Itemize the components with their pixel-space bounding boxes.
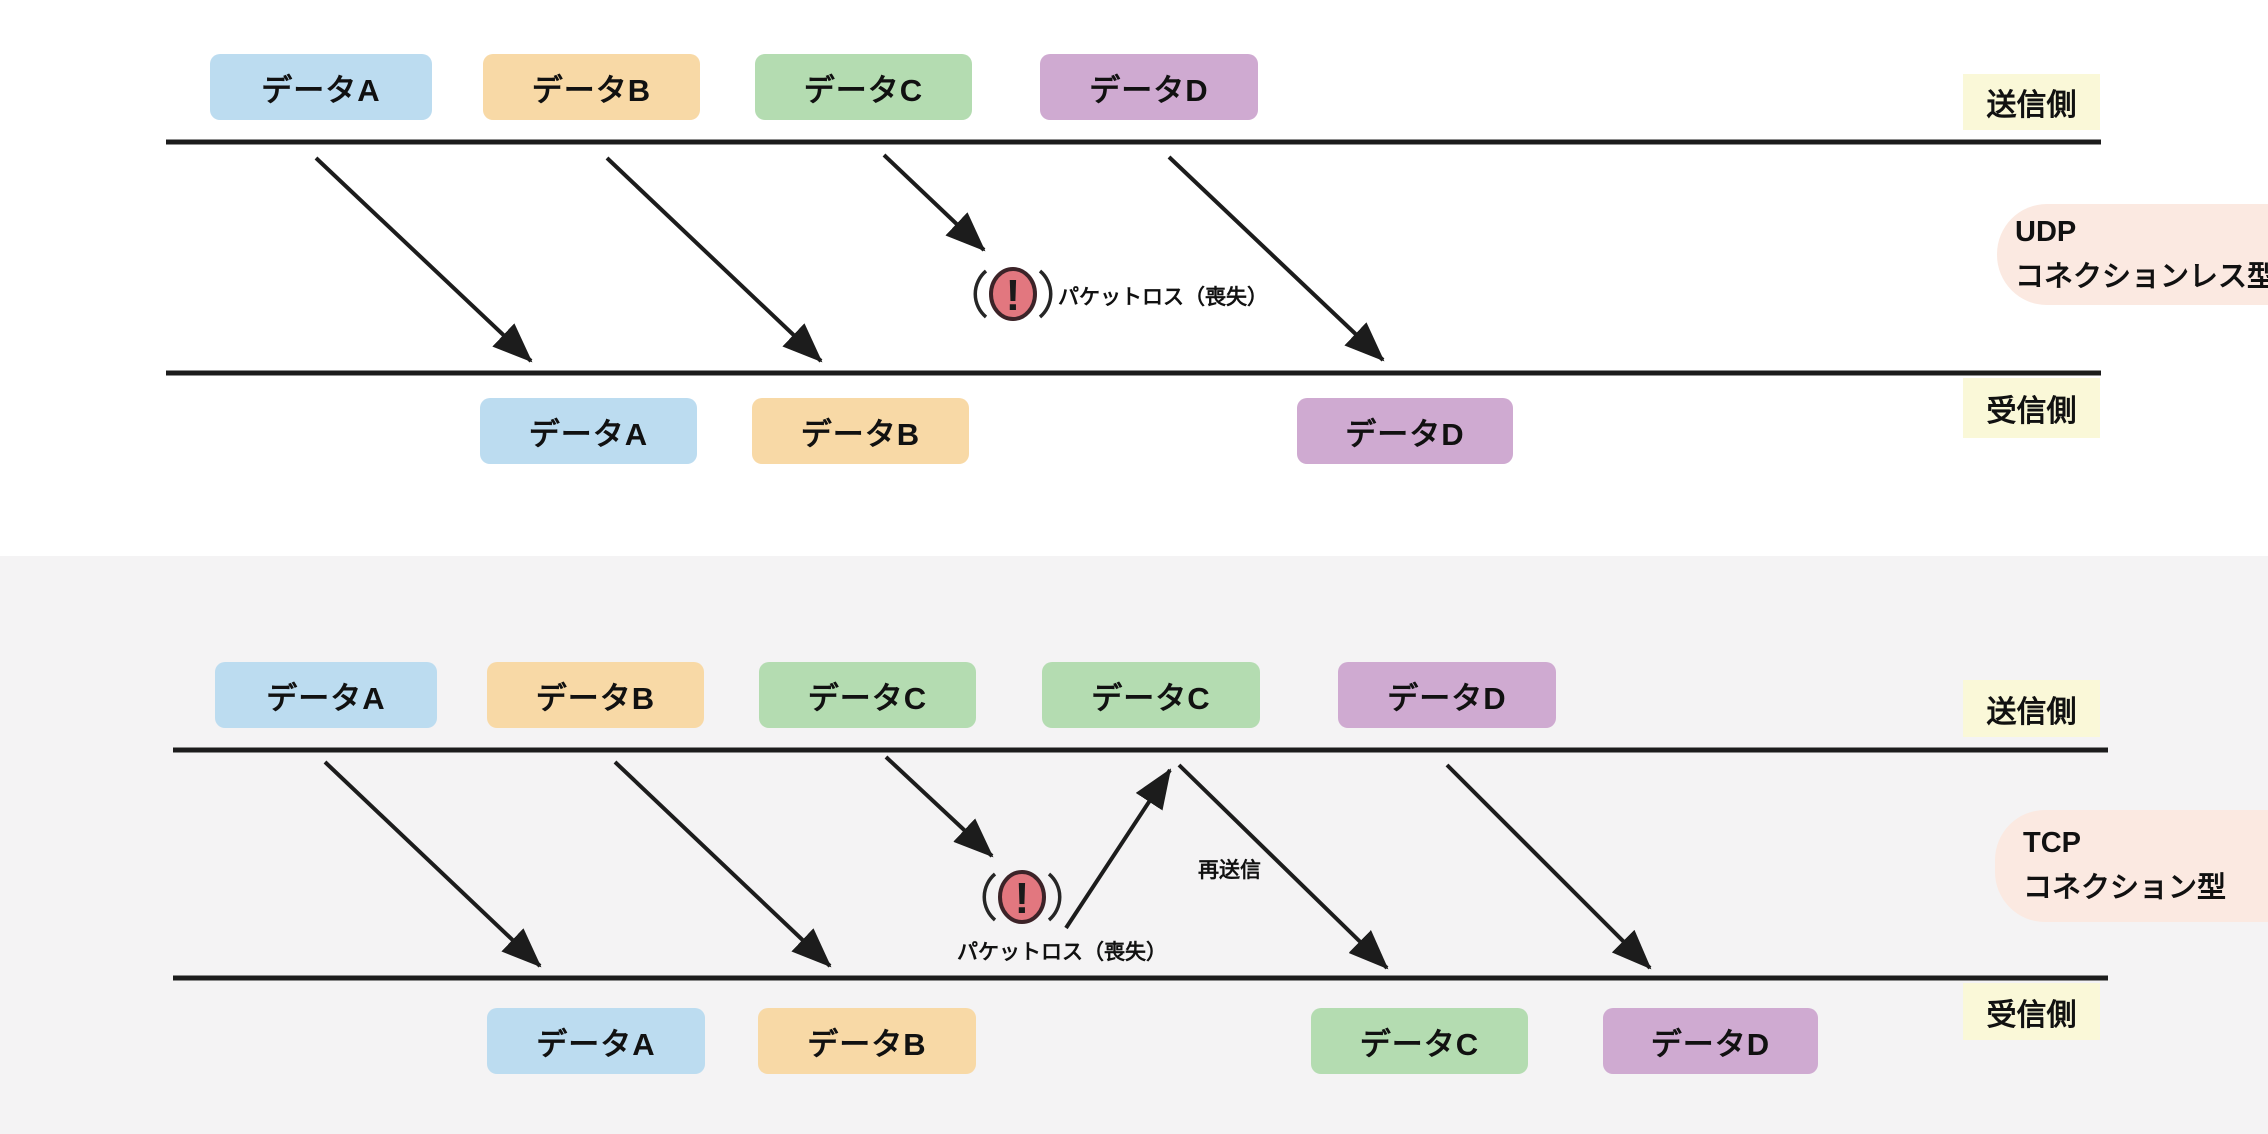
udp-arrow-data-c-lost bbox=[882, 153, 986, 252]
udp-sender-box-data-c: データC bbox=[755, 54, 972, 120]
tcp-arrow-data-d bbox=[1445, 763, 1652, 970]
tcp-protocol-name: TCP bbox=[2023, 827, 2081, 860]
tcp-receiver-box-data-a: データA bbox=[487, 1008, 705, 1074]
tcp-arrow-data-b bbox=[613, 760, 832, 968]
tcp-sender-box-data-b: データB bbox=[487, 662, 704, 728]
tcp-sender-box-data-a: データA bbox=[215, 662, 437, 728]
tcp-retransmit-label: 再送信 bbox=[1198, 859, 1261, 882]
udp-protocol-label: UDP コネクションレス型 bbox=[1997, 204, 2268, 305]
tcp-arrow-data-a bbox=[323, 760, 542, 968]
tcp-receiver-box-data-d: データD bbox=[1603, 1008, 1818, 1074]
tcp-receiver-box-data-b: データB bbox=[758, 1008, 976, 1074]
udp-receiver-box-data-a: データA bbox=[480, 398, 697, 464]
tcp-receiver-side-label: 受信側 bbox=[1963, 983, 2100, 1040]
tcp-receiver-box-data-c: データC bbox=[1311, 1008, 1528, 1074]
tcp-arrow-retransmit-request bbox=[1064, 768, 1172, 930]
udp-packet-loss-label: パケットロス（喪失） bbox=[1058, 286, 1268, 309]
tcp-arrow-data-c-lost bbox=[884, 755, 994, 858]
tcp-packet-loss-label: パケットロス（喪失） bbox=[957, 941, 1167, 964]
tcp-arrow-data-c-resend bbox=[1177, 763, 1389, 970]
udp-receiver-side-label: 受信側 bbox=[1963, 378, 2100, 438]
tcp-sender-box-data-c: データC bbox=[759, 662, 976, 728]
tcp-packet-loss-icon: ! bbox=[982, 870, 1062, 924]
udp-sender-box-data-b: データB bbox=[483, 54, 700, 120]
tcp-sender-box-data-d: データD bbox=[1338, 662, 1556, 728]
tcp-protocol-label: TCP コネクション型 bbox=[1995, 810, 2268, 922]
tcp-alert-exclamation: ! bbox=[1015, 874, 1030, 923]
tcp-section-background bbox=[0, 556, 2268, 1134]
udp-protocol-name: UDP bbox=[2015, 215, 2077, 248]
tcp-sender-side-label: 送信側 bbox=[1963, 680, 2100, 737]
udp-alert-exclamation: ! bbox=[1006, 271, 1021, 320]
udp-arrow-data-a bbox=[314, 156, 533, 363]
udp-packet-loss-icon: ! bbox=[973, 267, 1053, 321]
udp-receiver-box-data-b: データB bbox=[752, 398, 969, 464]
udp-arrow-data-b bbox=[605, 156, 823, 363]
udp-arrow-data-d bbox=[1167, 155, 1385, 362]
tcp-sender-box-data-c-resend: データC bbox=[1042, 662, 1260, 728]
udp-sender-box-data-a: データA bbox=[210, 54, 432, 120]
udp-sender-box-data-d: データD bbox=[1040, 54, 1258, 120]
udp-sender-side-label: 送信側 bbox=[1963, 74, 2100, 130]
udp-protocol-type: コネクションレス型 bbox=[2015, 260, 2268, 293]
udp-receiver-box-data-d: データD bbox=[1297, 398, 1513, 464]
tcp-protocol-type: コネクション型 bbox=[2023, 872, 2227, 904]
